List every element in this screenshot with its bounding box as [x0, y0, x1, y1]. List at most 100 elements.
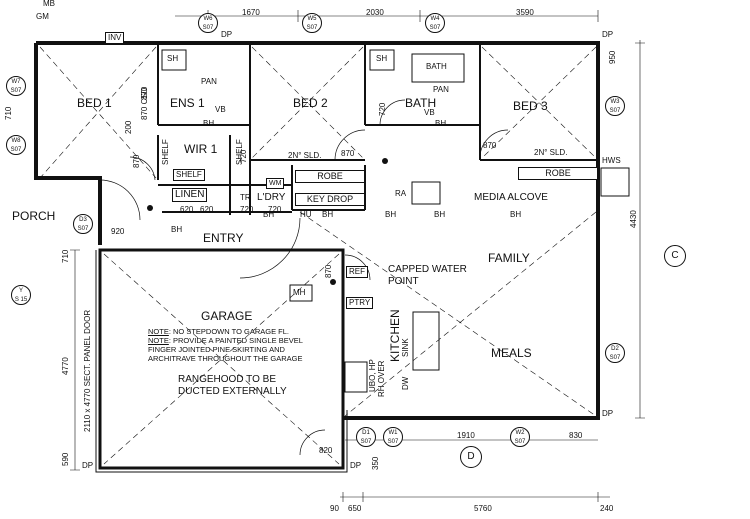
garage-outer-line	[95, 250, 348, 473]
dimension-top-2: 2030	[366, 8, 384, 17]
shower-base-2	[369, 49, 395, 71]
bh-label: BH	[171, 225, 183, 234]
shower-label: SH	[376, 54, 388, 63]
room-label-bed2: BED 2	[293, 96, 328, 110]
room-label-bed1: BED 1	[77, 96, 112, 110]
bh-label: BH	[510, 210, 522, 219]
vanity-label: VB	[215, 105, 226, 114]
room-label-meals: MEALS	[491, 346, 532, 360]
meter-box-label: MB	[43, 0, 55, 8]
door-swings	[99, 99, 509, 456]
light-point	[147, 205, 153, 211]
dimension-bottom-240: 240	[600, 504, 614, 513]
pan-label: PAN	[201, 77, 217, 86]
inverter-label: INV	[105, 32, 125, 44]
dimension-door: 200	[124, 120, 133, 134]
dimension-door: 870	[140, 86, 149, 100]
garage-note-skirting: NOTE: PROVIDE A PAINTED SINGLE BEVEL FIN…	[148, 336, 303, 363]
dimension-door: 870	[324, 264, 333, 278]
trough-label: TR	[240, 193, 251, 202]
dimension-left-710: 710	[4, 106, 13, 120]
room-label-garage: GARAGE	[201, 309, 253, 323]
bath-tub-label: BATH	[426, 62, 447, 71]
dimension-lines-left	[70, 249, 80, 471]
sliding-door-label: 2N° SLD.	[534, 148, 568, 157]
room-label-family: FAMILY	[488, 251, 530, 265]
hu-label: HU	[300, 210, 312, 219]
hws-label: HWS	[602, 156, 621, 165]
interior-walls	[157, 43, 598, 410]
dimension-door: 720	[240, 205, 254, 214]
room-diagonals	[39, 46, 597, 465]
downpipe-label: DP	[602, 30, 614, 39]
robe-label: ROBE	[295, 170, 365, 183]
dimension-door: 620	[180, 205, 194, 214]
dimension-bottom: 5760	[474, 504, 492, 513]
room-label-bed3: BED 3	[513, 99, 548, 113]
dimension-door: 720	[378, 102, 387, 116]
bh-label: BH	[385, 210, 397, 219]
dimension-kitchen-1910: 1910	[457, 431, 475, 440]
shelf-label: SHELF	[173, 169, 205, 181]
dimension-right-950: 950	[608, 50, 617, 64]
rangehood-note: RANGEHOOD TO BE DUCTED EXTERNALLY	[178, 374, 287, 397]
bh-label: BH	[322, 210, 334, 219]
bh-label: BH	[203, 119, 215, 128]
downpipe-label: DP	[221, 30, 233, 39]
vanity-label: VB	[424, 108, 435, 117]
gas-meter-label: GM	[36, 12, 49, 21]
dimension-door: 720	[239, 149, 248, 163]
garage-note-stepdown: NOTE: NO STEPDOWN TO GARAGE FL.	[148, 327, 290, 336]
dimension-top-3: 3590	[516, 8, 534, 17]
room-label-media-alcove: MEDIA ALCOVE	[474, 192, 548, 203]
bh-label: BH	[434, 210, 446, 219]
fridge-label: REF	[346, 266, 368, 278]
bh-label: BH	[435, 119, 447, 128]
room-label-porch: PORCH	[12, 209, 56, 223]
dimension-door: 920	[111, 227, 125, 236]
room-label-kitchen: KITCHEN	[388, 309, 402, 362]
dimension-door: 870	[132, 154, 141, 168]
dimension-bottom-90: 90	[330, 504, 339, 513]
pan-label: PAN	[433, 85, 449, 94]
room-label-wir1: WIR 1	[184, 142, 218, 156]
dimension-lines-right	[635, 40, 645, 419]
rangehood-over-label: RH OVER	[377, 360, 386, 397]
dimension-left-710: 710	[61, 249, 70, 263]
capped-water-note: CAPPED WATER POINT	[388, 264, 467, 287]
dimension-lines-bottom	[340, 492, 610, 502]
kitchen-bench	[412, 311, 440, 371]
oven-label: UBO, HP	[368, 359, 377, 392]
shower-label: SH	[167, 54, 179, 63]
elevation-marker-c: C	[664, 245, 686, 267]
ra-label: RA	[395, 189, 407, 198]
dimension-left-4770: 4770	[61, 357, 70, 375]
room-label-ens1: ENS 1	[170, 96, 205, 110]
sink-label: SINK	[401, 338, 410, 357]
downpipe-label: DP	[602, 409, 614, 418]
room-label-ldry: L'DRY	[257, 192, 286, 203]
dimension-door: 870	[341, 149, 355, 158]
ra-box	[411, 181, 441, 205]
sliding-door-label: 2N° SLD.	[288, 151, 322, 160]
mh-box	[289, 284, 313, 302]
dimension-door: 620	[200, 205, 214, 214]
dimension-kitchen-830: 830	[569, 431, 583, 440]
garage-wall	[98, 248, 345, 470]
dimension-350: 350	[371, 456, 380, 470]
dimension-door: 870	[483, 141, 497, 150]
stair-hatch	[344, 361, 368, 393]
